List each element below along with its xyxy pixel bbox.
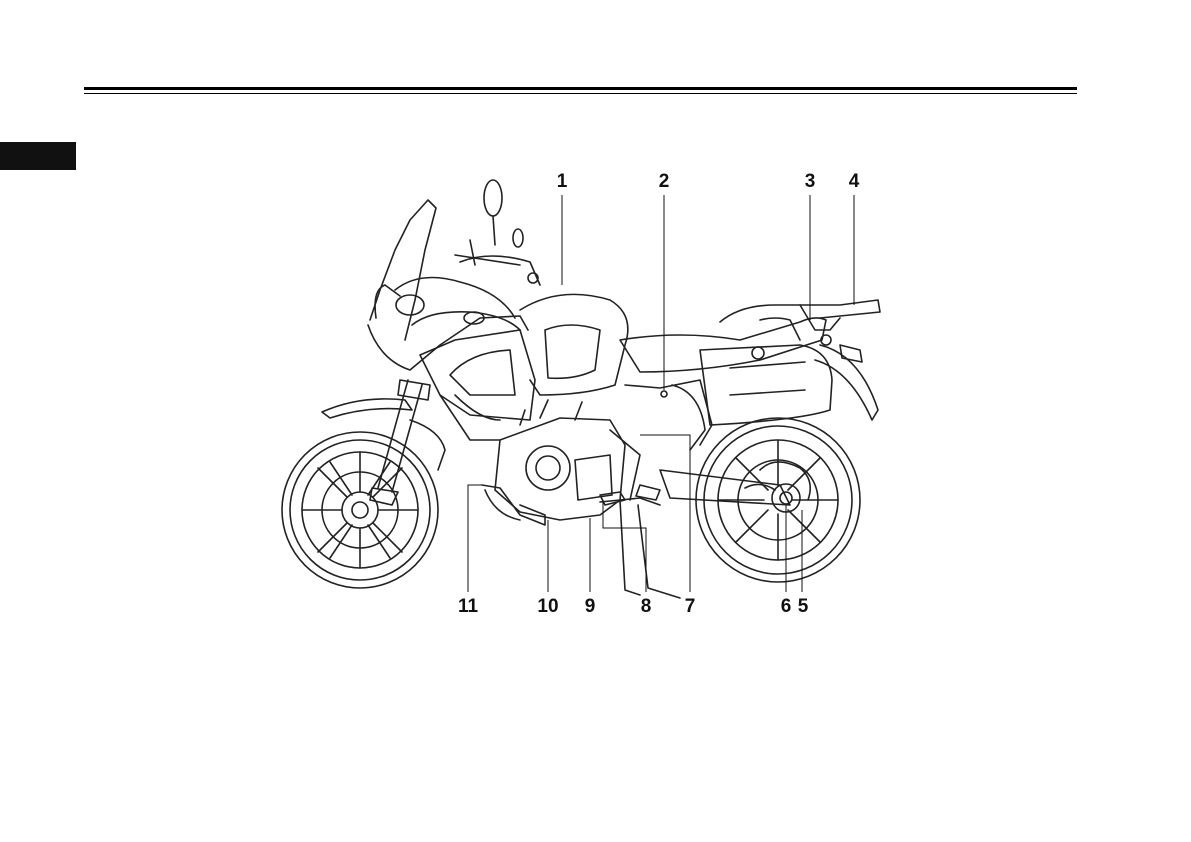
callout-2: 2 <box>659 172 670 191</box>
rear-wheel <box>696 418 860 582</box>
callout-9: 9 <box>585 597 596 616</box>
callout-8: 8 <box>641 597 652 616</box>
callout-1: 1 <box>557 172 568 191</box>
callout-10: 10 <box>537 597 558 616</box>
callout-4: 4 <box>849 172 860 191</box>
callout-5: 5 <box>798 597 809 616</box>
callout-6: 6 <box>781 597 792 616</box>
callout-7: 7 <box>685 597 696 616</box>
front-wheel <box>282 432 438 588</box>
callout-11: 11 <box>458 597 478 616</box>
callout-3: 3 <box>805 172 816 191</box>
